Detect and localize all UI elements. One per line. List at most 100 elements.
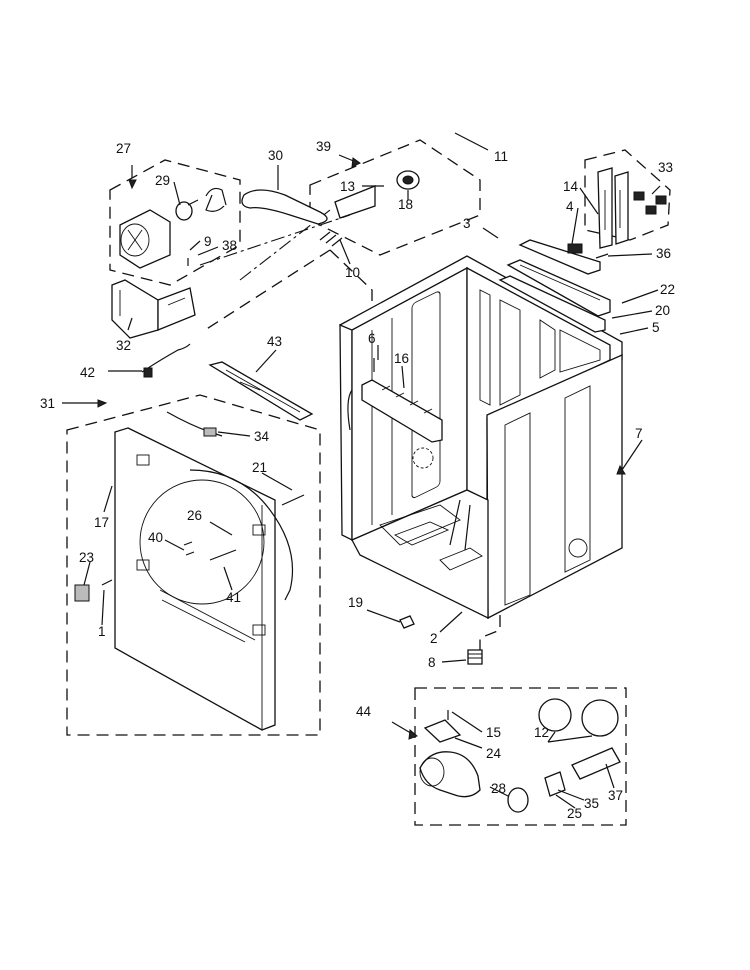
rear-rail-groove: [519, 264, 601, 301]
bulkhead-slots: [381, 385, 433, 414]
callout-34: 34: [254, 429, 270, 444]
leader-14: [579, 187, 599, 215]
strap-43: [208, 361, 314, 421]
door-opening: [139, 479, 265, 605]
lower-trim: [159, 589, 256, 643]
callout-21: 21: [252, 460, 267, 475]
leader-8: [441, 659, 467, 663]
leader-10: [339, 239, 351, 265]
callout-4: 4: [566, 199, 574, 214]
leader-21: [261, 472, 293, 491]
cap-12-a: [538, 698, 572, 732]
motor-body: [119, 209, 171, 269]
callout-35: 35: [584, 796, 599, 811]
panel-slot-br: [252, 624, 266, 636]
leader-37: [605, 763, 615, 789]
leader-4: [571, 207, 579, 245]
duct-37: [571, 747, 621, 780]
mount-details: [119, 290, 186, 316]
side-emboss-2: [564, 385, 591, 573]
idler-bracket-13: [334, 185, 376, 219]
drive-belt-30: [241, 189, 328, 225]
right-inner-rib: [479, 289, 491, 406]
leader-20: [611, 310, 653, 319]
arrow-27: [128, 179, 137, 190]
callout-28: 28: [491, 781, 506, 796]
callout-22: 22: [660, 282, 675, 297]
pin-26: [209, 549, 237, 561]
base-tray-inner: [393, 521, 450, 546]
callout-16: 16: [394, 351, 409, 366]
leader-41: [223, 566, 233, 591]
back-rib-panel: [411, 291, 441, 499]
callout-26: 26: [187, 508, 202, 523]
wire-harness-42: [141, 343, 191, 373]
arrow-39: [351, 157, 361, 168]
idler-group-boundary: [309, 139, 481, 256]
feet: [399, 615, 483, 665]
callout-38: 38: [222, 238, 237, 253]
motor-mount-side: [157, 287, 196, 331]
arrow-31: [97, 399, 108, 408]
leader-32: [127, 317, 133, 331]
arrowheads: [97, 157, 626, 740]
right-inner-rib-2: [499, 299, 521, 406]
callout-27: 27: [116, 141, 131, 156]
leader-33: [651, 185, 661, 195]
coupler-35: [544, 771, 566, 797]
wire-34-plug: [203, 427, 217, 437]
callout-11: 11: [494, 149, 508, 164]
callout-29: 29: [155, 173, 170, 188]
screw-36: [595, 253, 609, 259]
leader-28: [489, 786, 509, 797]
strap-detail: [225, 369, 301, 413]
callout-31: 31: [40, 396, 55, 411]
callout-8: 8: [428, 655, 436, 670]
leader-36: [607, 253, 653, 257]
base-pad: [439, 547, 483, 571]
clip-19: [399, 615, 415, 629]
motor-clamp: [205, 187, 227, 212]
harness-plug: [143, 367, 153, 378]
callout-30: 30: [268, 148, 283, 163]
bulkhead-16: [361, 358, 443, 443]
callout-9: 9: [204, 234, 212, 249]
leveling-leg-8: [467, 649, 483, 665]
elbow-opening: [419, 757, 445, 787]
callout-43: 43: [267, 334, 282, 349]
leader-43: [255, 349, 277, 373]
leader-lines: [62, 132, 661, 809]
callout-2: 2: [430, 631, 438, 646]
rear-rail-22: [506, 259, 611, 317]
screw-1: [101, 579, 113, 586]
leader-34: [217, 431, 251, 437]
leader-15: [451, 711, 483, 733]
vent-kit-group-boundary: [414, 687, 627, 826]
leader-5: [619, 327, 649, 335]
dashed-hole: [412, 447, 434, 469]
harness-wires: [604, 190, 621, 230]
harness-wire: [347, 389, 353, 431]
callout-41: 41: [226, 590, 241, 605]
idler-hub: [402, 175, 414, 185]
leader-19: [366, 609, 401, 623]
front-panel-group-boundary: [66, 394, 321, 736]
callout-23: 23: [79, 550, 94, 565]
side-emboss-1: [504, 412, 531, 606]
bulkhead-bracket: [361, 379, 443, 443]
callout-15: 15: [486, 725, 501, 740]
leader-35: [557, 789, 585, 801]
rear-rail-20: [498, 275, 606, 333]
callout-36: 36: [656, 246, 671, 261]
leader-40: [164, 539, 185, 551]
callout-6: 6: [368, 331, 376, 346]
plate-24: [423, 719, 462, 743]
leader-29: [173, 181, 181, 206]
leader-25: [555, 794, 576, 809]
callout-42: 42: [80, 365, 95, 380]
callout-5: 5: [652, 320, 660, 335]
cabinet-base: [351, 489, 489, 620]
harness-strip-2: [614, 171, 629, 245]
callout-14: 14: [563, 179, 579, 194]
motor-assembly: [119, 187, 227, 269]
